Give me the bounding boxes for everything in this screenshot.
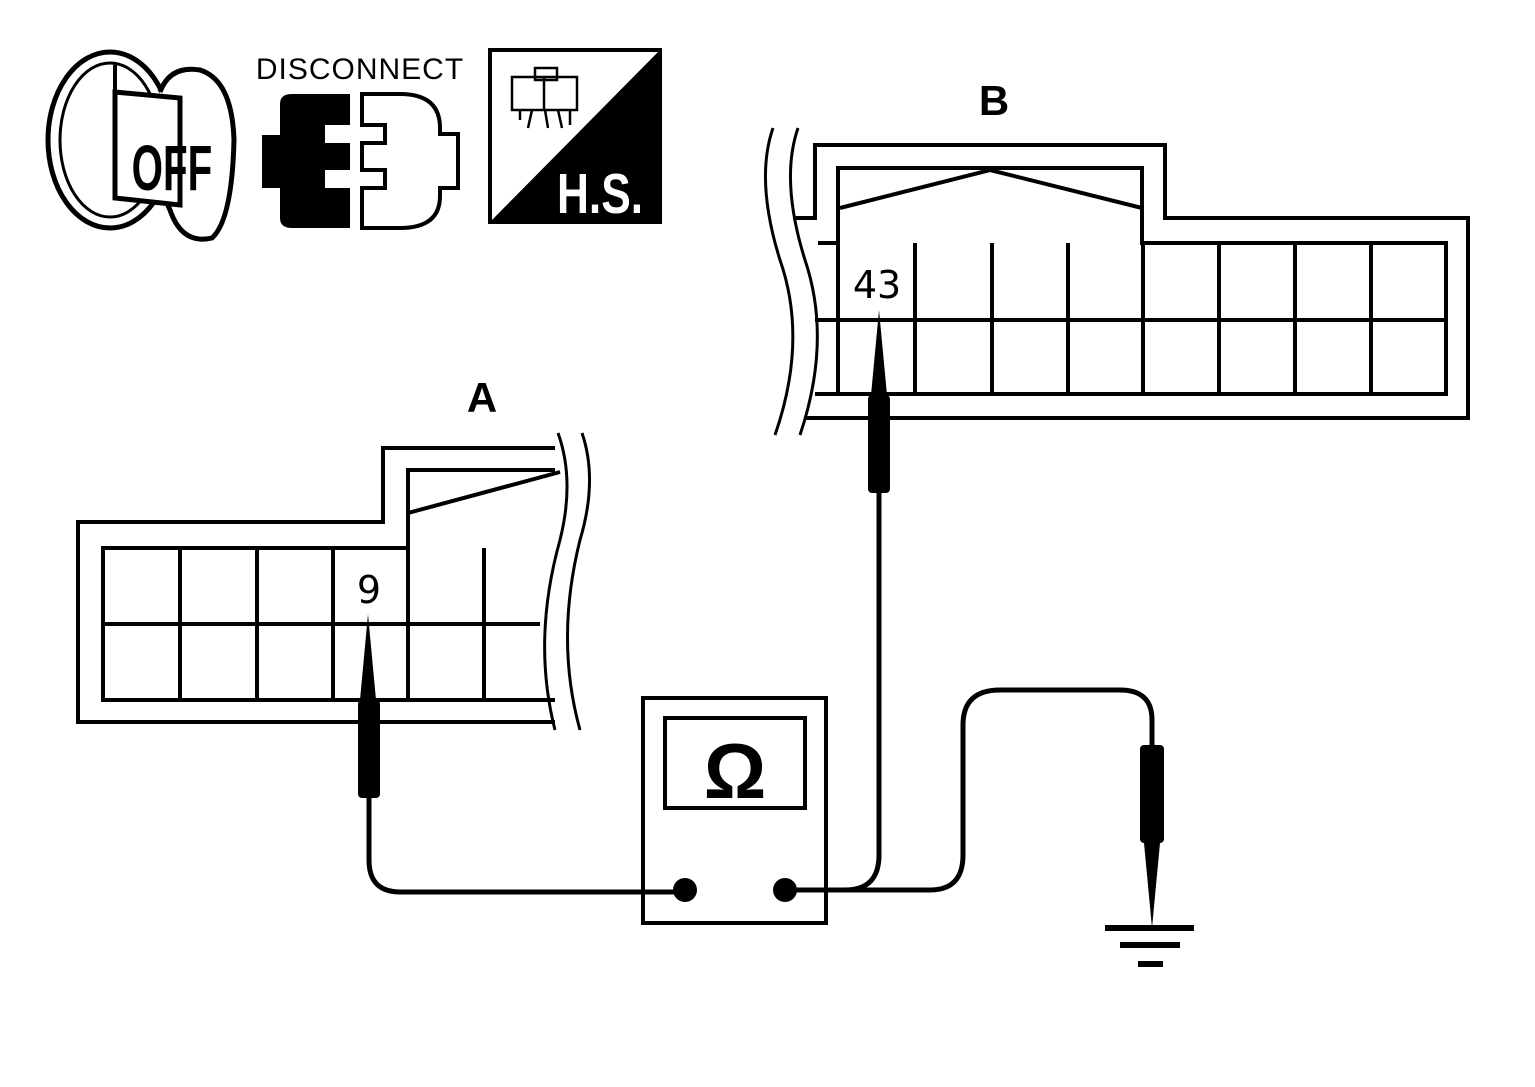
connector-a-cavities (103, 548, 540, 700)
harness-side-text: H.S. (557, 162, 643, 226)
connector-a-label: A (467, 374, 497, 421)
ignition-key-icon (45, 49, 237, 242)
connector-disconnect-icon (262, 92, 460, 230)
ground-symbol-icon (1105, 925, 1194, 967)
connector-b-label: B (979, 77, 1009, 124)
connector-a-pin: 9 (357, 568, 381, 612)
connector-b (763, 127, 1470, 436)
disconnect-text: DISCONNECT (256, 53, 464, 86)
probe-a (358, 614, 685, 895)
connector-b-cavities (815, 243, 1446, 394)
connector-b-pin: 43 (853, 263, 901, 307)
harness-side-connector-icon (488, 48, 662, 224)
probe-ground (785, 687, 1164, 928)
ignition-off-text: OFF (132, 132, 213, 204)
ohm-symbol: Ω (704, 727, 767, 815)
